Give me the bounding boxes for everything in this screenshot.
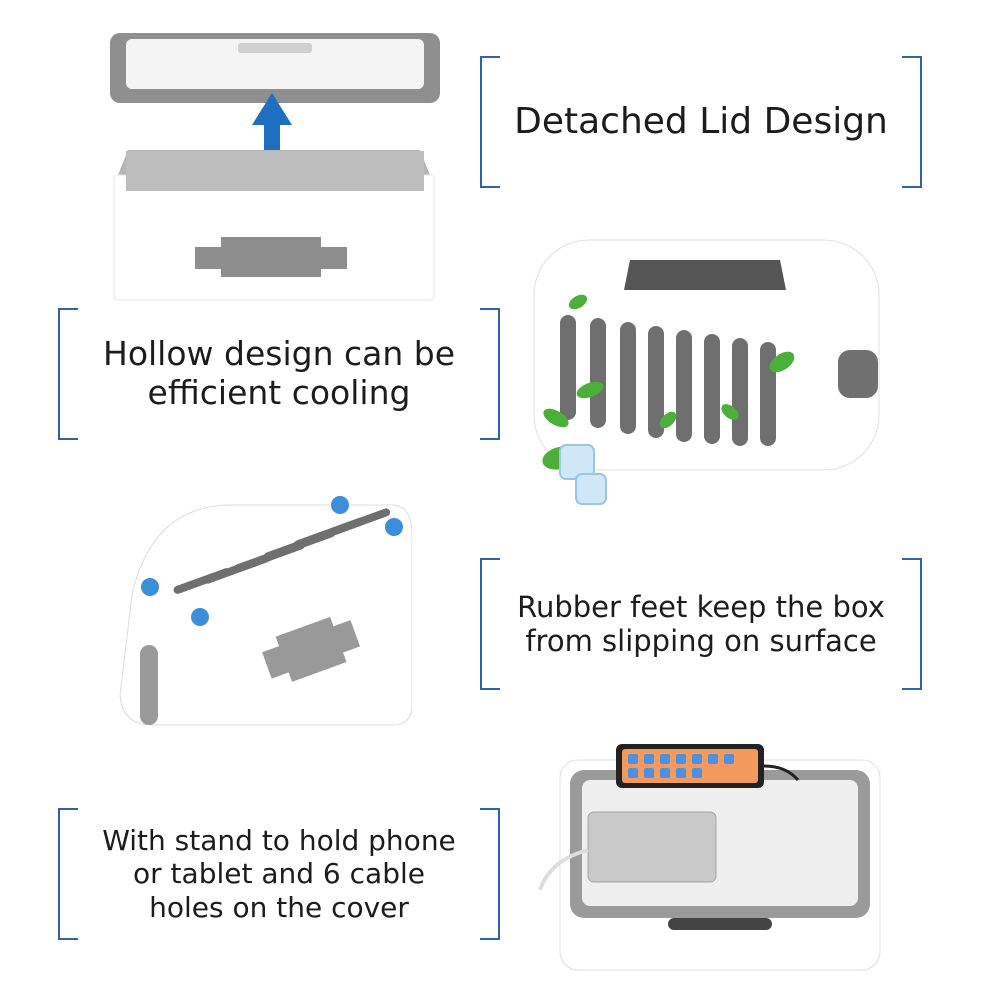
box-cable-slot [195,237,347,277]
ice-cube-icon [559,444,607,505]
front-cable-slot [668,918,772,930]
power-strip-cable [538,848,589,891]
rubber-feet-svg [119,496,412,726]
caption-phone-stand: With stand to hold phone or tablet and 6… [58,808,500,940]
side-cable-hole [838,350,878,398]
cooling-box-illustration [520,230,890,520]
bracket-right [480,308,500,440]
upside-down-box-body [119,504,412,726]
bracket-left [58,308,78,440]
bottom-vent-slots [173,508,391,594]
caption-text-cooling: Hollow design can be efficient cooling [103,334,455,412]
power-bank-icon [587,811,717,883]
caption-text-phone-stand: With stand to hold phone or tablet and 6… [102,824,456,924]
bracket-left [480,558,500,690]
phone-cable [763,764,800,782]
caption-text-detached-lid: Detached Lid Design [514,100,888,142]
vent-slots [560,315,776,446]
rubber-foot-icon [141,496,403,626]
box-interior [126,151,424,191]
bracket-left [480,56,500,188]
side-cable-channel [140,645,158,725]
detached-lid-illustration [100,25,450,310]
bracket-right [902,56,922,188]
bracket-right [480,808,500,940]
cooling-box-top-slot [624,260,786,290]
bracket-right [902,558,922,690]
lid-and-box-svg [110,33,440,301]
caption-text-rubber-feet: Rubber feet keep the box from slipping o… [517,589,885,658]
phone-stand-svg [538,744,881,971]
cooling-box-svg [533,239,880,505]
phone-stand-box-illustration [530,740,910,975]
phone-icon [616,744,764,788]
caption-detached-lid: Detached Lid Design [480,56,922,188]
lid-label [238,43,312,53]
bracket-left [58,808,78,940]
rubber-feet-box-illustration [112,495,412,730]
lid-top [126,39,424,89]
caption-cooling: Hollow design can be efficient cooling [58,308,500,440]
caption-rubber-feet: Rubber feet keep the box from slipping o… [480,558,922,690]
bottom-cable-slot [262,616,361,682]
